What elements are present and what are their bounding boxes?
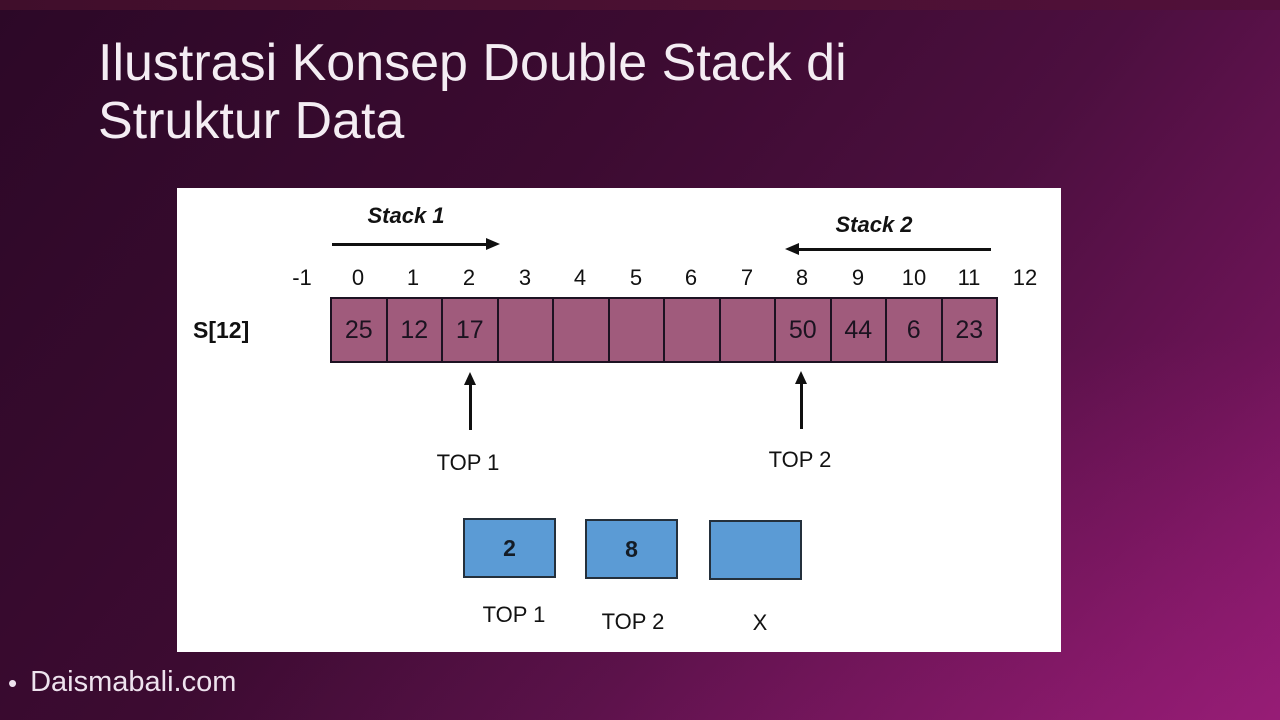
bullet-icon: •: [8, 667, 18, 698]
array-cells-row: 25 12 17 50 44 6 23: [330, 297, 998, 363]
index-label: 3: [518, 265, 532, 290]
top2-box-label: TOP 2: [601, 609, 665, 634]
array-cell: [718, 299, 775, 361]
page-title: Ilustrasi Konsep Double Stack di Struktu…: [98, 34, 847, 150]
array-cell: 25: [344, 315, 373, 344]
arrow-head: [795, 371, 807, 384]
array-cell: 44: [829, 299, 886, 361]
title-line-2: Struktur Data: [98, 92, 405, 150]
arrow-shaft: [797, 248, 991, 251]
arrow-shaft: [468, 383, 472, 430]
diagram-panel: Stack 1 Stack 2 -1 0 1 2 3 4 5 6 7 8 9 1…: [177, 188, 1061, 652]
top2-up-arrow-icon: [795, 371, 807, 429]
array-cell: 6: [885, 299, 941, 361]
arrow-shaft: [799, 382, 803, 429]
arrow-head: [785, 243, 799, 255]
index-label: 11: [957, 265, 981, 290]
footer: • Daismabali.com: [8, 666, 236, 699]
top1-box-label: TOP 1: [482, 602, 546, 627]
array-cell: 12: [385, 299, 442, 361]
array-cell: [552, 299, 608, 361]
arrow-shaft: [332, 243, 488, 246]
index-label: 7: [740, 265, 754, 290]
x-box-label: X: [752, 610, 768, 635]
index-label: 10: [901, 265, 927, 290]
index-label: 9: [851, 265, 865, 290]
stack2-label: Stack 2: [835, 212, 913, 237]
top2-pointer-label: TOP 2: [768, 447, 832, 472]
arrow-head: [486, 238, 500, 250]
array-cell: 50: [774, 299, 830, 361]
index-label: 1: [406, 265, 420, 290]
array-cell: [496, 299, 553, 361]
stack1-label: Stack 1: [367, 203, 445, 228]
array-cell: 23: [940, 299, 997, 361]
stack2-left-arrow-icon: [785, 243, 991, 255]
index-label: 8: [795, 265, 809, 290]
index-label: 6: [684, 265, 698, 290]
top1-pointer-label: TOP 1: [436, 450, 500, 475]
arrow-head: [464, 372, 476, 385]
index-label: 4: [573, 265, 587, 290]
x-value-box: [709, 520, 802, 580]
array-cell: 17: [441, 299, 497, 361]
index-label: 12: [1012, 265, 1038, 290]
array-cell: [663, 299, 719, 361]
index-label: 2: [462, 265, 476, 290]
top2-value-box: 8: [585, 519, 678, 579]
stack1-right-arrow-icon: [332, 238, 500, 250]
top1-value-box: 2: [463, 518, 556, 578]
array-name-label: S[12]: [193, 317, 250, 343]
index-label: 5: [629, 265, 643, 290]
index-label: -1: [292, 265, 312, 290]
array-cell: [607, 299, 664, 361]
footer-text: Daismabali.com: [30, 666, 237, 698]
title-line-1: Ilustrasi Konsep Double Stack di: [98, 34, 847, 92]
top-accent-bar: [0, 0, 1280, 10]
top1-up-arrow-icon: [464, 372, 476, 430]
index-label: 0: [351, 265, 365, 290]
